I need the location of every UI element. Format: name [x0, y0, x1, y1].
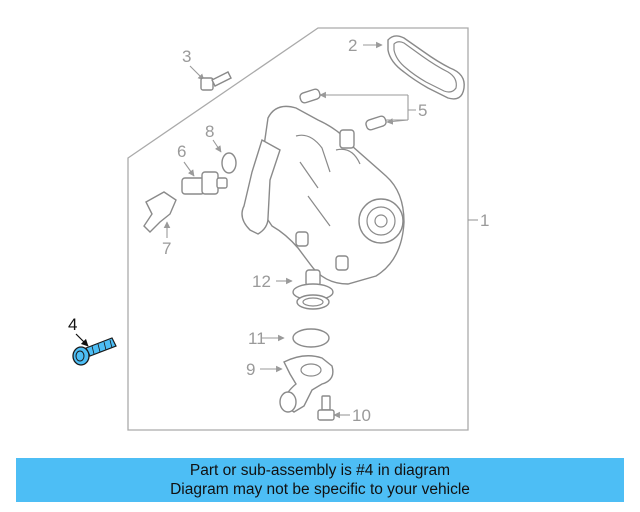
- callout-2: 2: [348, 36, 357, 55]
- leader-5b: [386, 118, 409, 125]
- leader-6: [183, 161, 195, 177]
- callout-4: 4: [68, 315, 77, 334]
- banner-line-1: Part or sub-assembly is #4 in diagram: [189, 462, 451, 479]
- parts-diagram: 1 2 3 4 5 6 7 8 9 10 11 12: [68, 27, 489, 431]
- part-2-gasket: [387, 35, 465, 100]
- callout-8: 8: [205, 122, 214, 141]
- banner-line-2: Diagram may not be specific to your vehi…: [170, 481, 470, 498]
- callout-6: 6: [177, 142, 186, 161]
- callout-5: 5: [418, 101, 427, 120]
- part-1-water-pump: [241, 105, 405, 285]
- part-4-bolt: [72, 337, 117, 366]
- part-9-outlet-housing: [279, 355, 334, 413]
- callout-3: 3: [182, 47, 191, 66]
- part-6-sensor: [181, 171, 228, 195]
- callout-9: 9: [246, 360, 255, 379]
- callout-11: 11: [248, 329, 266, 348]
- leader-5: [318, 94, 416, 121]
- part-3-bolt: [200, 71, 232, 91]
- callout-12: 12: [252, 272, 271, 291]
- part-5-dowel-pins: [299, 88, 387, 131]
- part-10-flange-bolt: [317, 395, 335, 421]
- callout-10: 10: [352, 406, 371, 425]
- leader-4: [75, 333, 89, 347]
- part-11-seal-ring: [292, 328, 330, 348]
- part-7-bracket: [143, 191, 177, 233]
- callout-1: 1: [480, 211, 489, 230]
- leader-8: [212, 139, 222, 153]
- callout-7: 7: [162, 239, 171, 258]
- part-12-thermostat: [292, 269, 334, 310]
- part-8-o-ring: [221, 152, 237, 174]
- assembly-outline: [127, 27, 469, 431]
- info-banner: Part or sub-assembly is #4 in diagram Di…: [16, 458, 624, 502]
